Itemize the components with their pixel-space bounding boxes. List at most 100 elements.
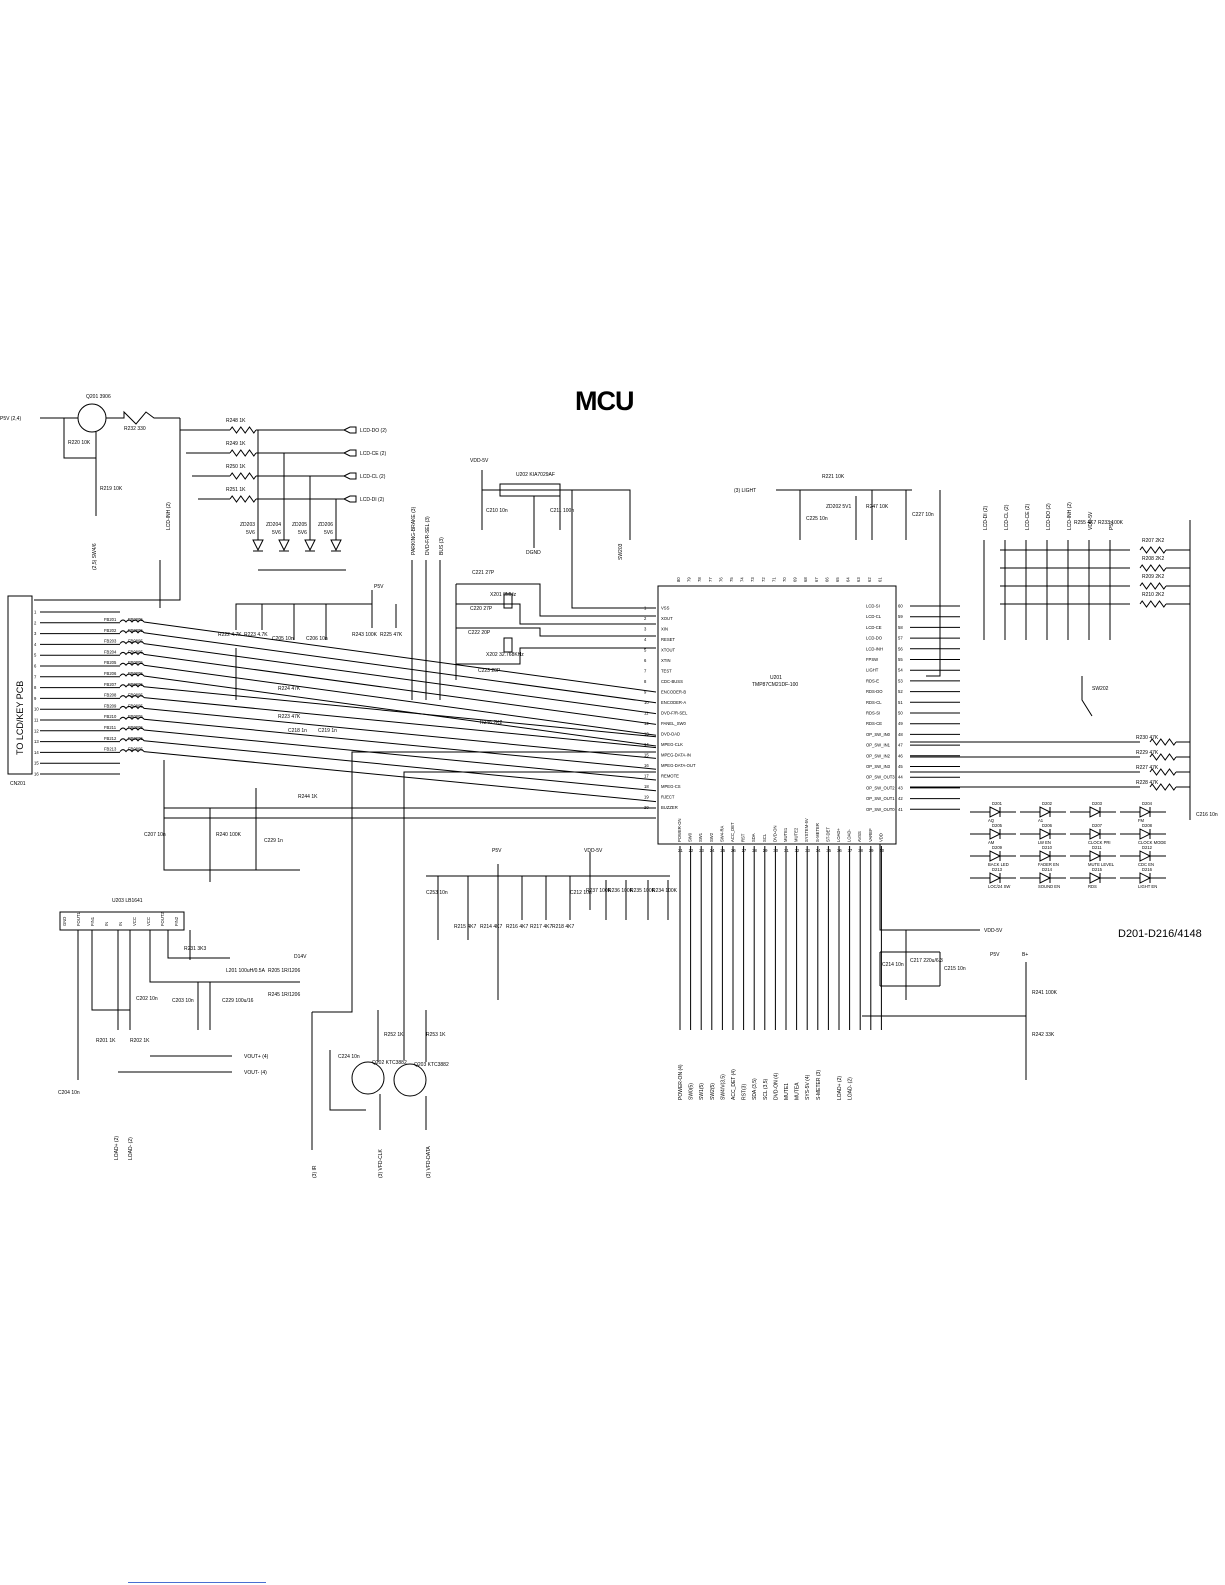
ferrite-bead-ref: FB204 [104,649,117,654]
mcu-left-pin-name: DVD-F/R-SEL [661,711,688,716]
zener-ref: ZD205 [292,522,307,528]
mcu-top-pin-number: 73 [750,577,755,582]
zener-ref: ZD206 [318,522,333,528]
mcu-top-pin-number: 63 [856,577,861,582]
right-net-label: P5V [1109,520,1115,530]
resistor-symbol [229,426,257,434]
connector-pin-number: 9 [34,696,37,701]
option-pullup-label: R230 47K [1136,735,1159,741]
right-net-label: LCD-CE (2) [1025,504,1031,530]
mcu-left-pin-name: XIN [661,627,668,632]
c219-label: C219 1n [318,728,337,734]
mcu-left-pin-name: BUZZER [661,805,678,810]
mcu-top-pin-number: 74 [740,577,745,582]
mcu-bottom-pin-number: 35 [826,848,831,853]
top-net-label: BUS (3) [439,537,445,555]
ferrite-bead [119,662,145,667]
mcu-bottom-pin-name: VDD [878,833,883,842]
mcu-left-pin-number: 2 [644,616,647,621]
mcu-left-pin-name: MPEG-DATA-OUT [661,763,696,768]
mcu-right-pin-number: 49 [898,721,903,726]
c214-label: C214 10n [882,962,904,968]
diode-label: FADER EN [1038,862,1059,867]
crystal-x202 [503,637,513,653]
mcu-right-pin-number: 56 [898,646,903,651]
ferrite-bead-ref: FB201 [104,617,117,622]
sw202-label: SW202 [1092,686,1109,692]
mcu-bottom-pin-name: RST [741,833,746,842]
connector-pin-number: 6 [34,664,37,669]
mcu-bottom-pins: 21POWER-ON22SW023SW124SW225SW4-RA26ACC_D… [677,818,885,1030]
c202-label: C202 10n [136,996,158,1002]
resistor-symbol [1139,546,1167,554]
diode-label: CLOCK MODE [1138,840,1166,845]
diode-ref: D204 [1142,801,1153,806]
connector-pin-number: 15 [34,761,39,766]
mcu-right-pin-number: 51 [898,700,903,705]
mcu-left-pin-name: REMOTE [661,774,679,779]
mcu-right-pin-name: OP_SW_OUT3 [866,775,895,780]
vfd-clk-net: (3) VFD-CLK [378,1148,384,1178]
mcu-bottom-pin-name: MUTE2 [794,827,799,842]
diode-ref: D203 [1092,801,1103,806]
ferrite-bead-ref: FB209 [104,703,117,708]
bottom-net-label: MUTE1 [784,1083,790,1100]
connector-pin-number: 3 [34,631,37,636]
option-pullup-label: R227 47K [1136,765,1159,771]
mcu-right-pin-name: RDS-SI [866,711,880,716]
connector-pin-number: 8 [34,685,37,690]
mcu-top-pin-number: 66 [824,577,829,582]
diode-ref: D201 [992,801,1003,806]
mcu-right-pin-name: RDS-CE [866,721,882,726]
diode-label: BACK LED [988,862,1009,867]
p5v-label-a: P5V [374,584,384,590]
mcu-top-pin-number: 69 [793,577,798,582]
right-net-label: LCD-INH (2) [1067,502,1073,530]
sw203-label: SW203 [618,543,624,560]
pullup-label: R208 2K2 [1142,556,1164,562]
zener-diode [304,539,316,552]
r216-label: R216 4K7 [506,924,528,930]
mcu-bottom-pin-number: 36 [837,848,842,853]
q201-label: Q201 3906 [86,394,111,400]
resistor-symbol [1149,768,1177,776]
mcu-left-pin-number: 15 [644,753,649,758]
resistor-symbol [229,495,257,503]
r255-label: R255 4K7 [1074,520,1096,526]
r225-label: R225 47K [380,632,403,638]
diode-ref: D212 [1142,845,1153,850]
mcu-right-pin-name: LCD-INH [866,646,883,651]
mcu-left-pin-number: 6 [644,658,647,663]
mcu-left-pin-name: XTIN [661,658,671,663]
p5v-label-c: P5V [990,952,1000,958]
q202-label: Q202 KTC3882 [372,1060,407,1066]
bottom-net-label: SW1(5) [699,1083,705,1100]
bplus-label: B+ [1022,952,1028,958]
ferrite-bead [119,727,145,731]
c224-label: C224 10n [338,1054,360,1060]
mcu-right-pin-number: 53 [898,678,903,683]
pullup-label: R209 2K2 [1142,574,1164,580]
mcu-bottom-pin-name: S-METER [815,823,820,842]
mcu-left-pin-number: 8 [644,679,647,684]
diode-label: AQ [988,818,995,823]
p5v-label-b: P5V [492,848,502,854]
r224-label: R224 47K [278,686,301,692]
diode [1139,872,1152,884]
ferrite-bead-ref: FB205 [104,660,117,665]
zener-diode [252,539,264,552]
lcd-net-label: LCD-CE (2) [360,451,386,457]
bottom-net-label: SDA (3,5) [752,1078,758,1100]
mcu-left-pin-name: MPEG-CLK [661,742,683,747]
top-net-labels: PARKING-BRAKE (3)DVD-F/R-SEL (3)BUS (3) [411,506,445,700]
c222-label: C222 20P [468,630,491,636]
r219-label: R219 10K [100,486,123,492]
ferrite-bead [119,619,145,623]
mcu-bottom-pin-name: POWER-ON [677,819,682,843]
mcu-left-pin-name: MPEG-DATA-IN [661,753,691,758]
